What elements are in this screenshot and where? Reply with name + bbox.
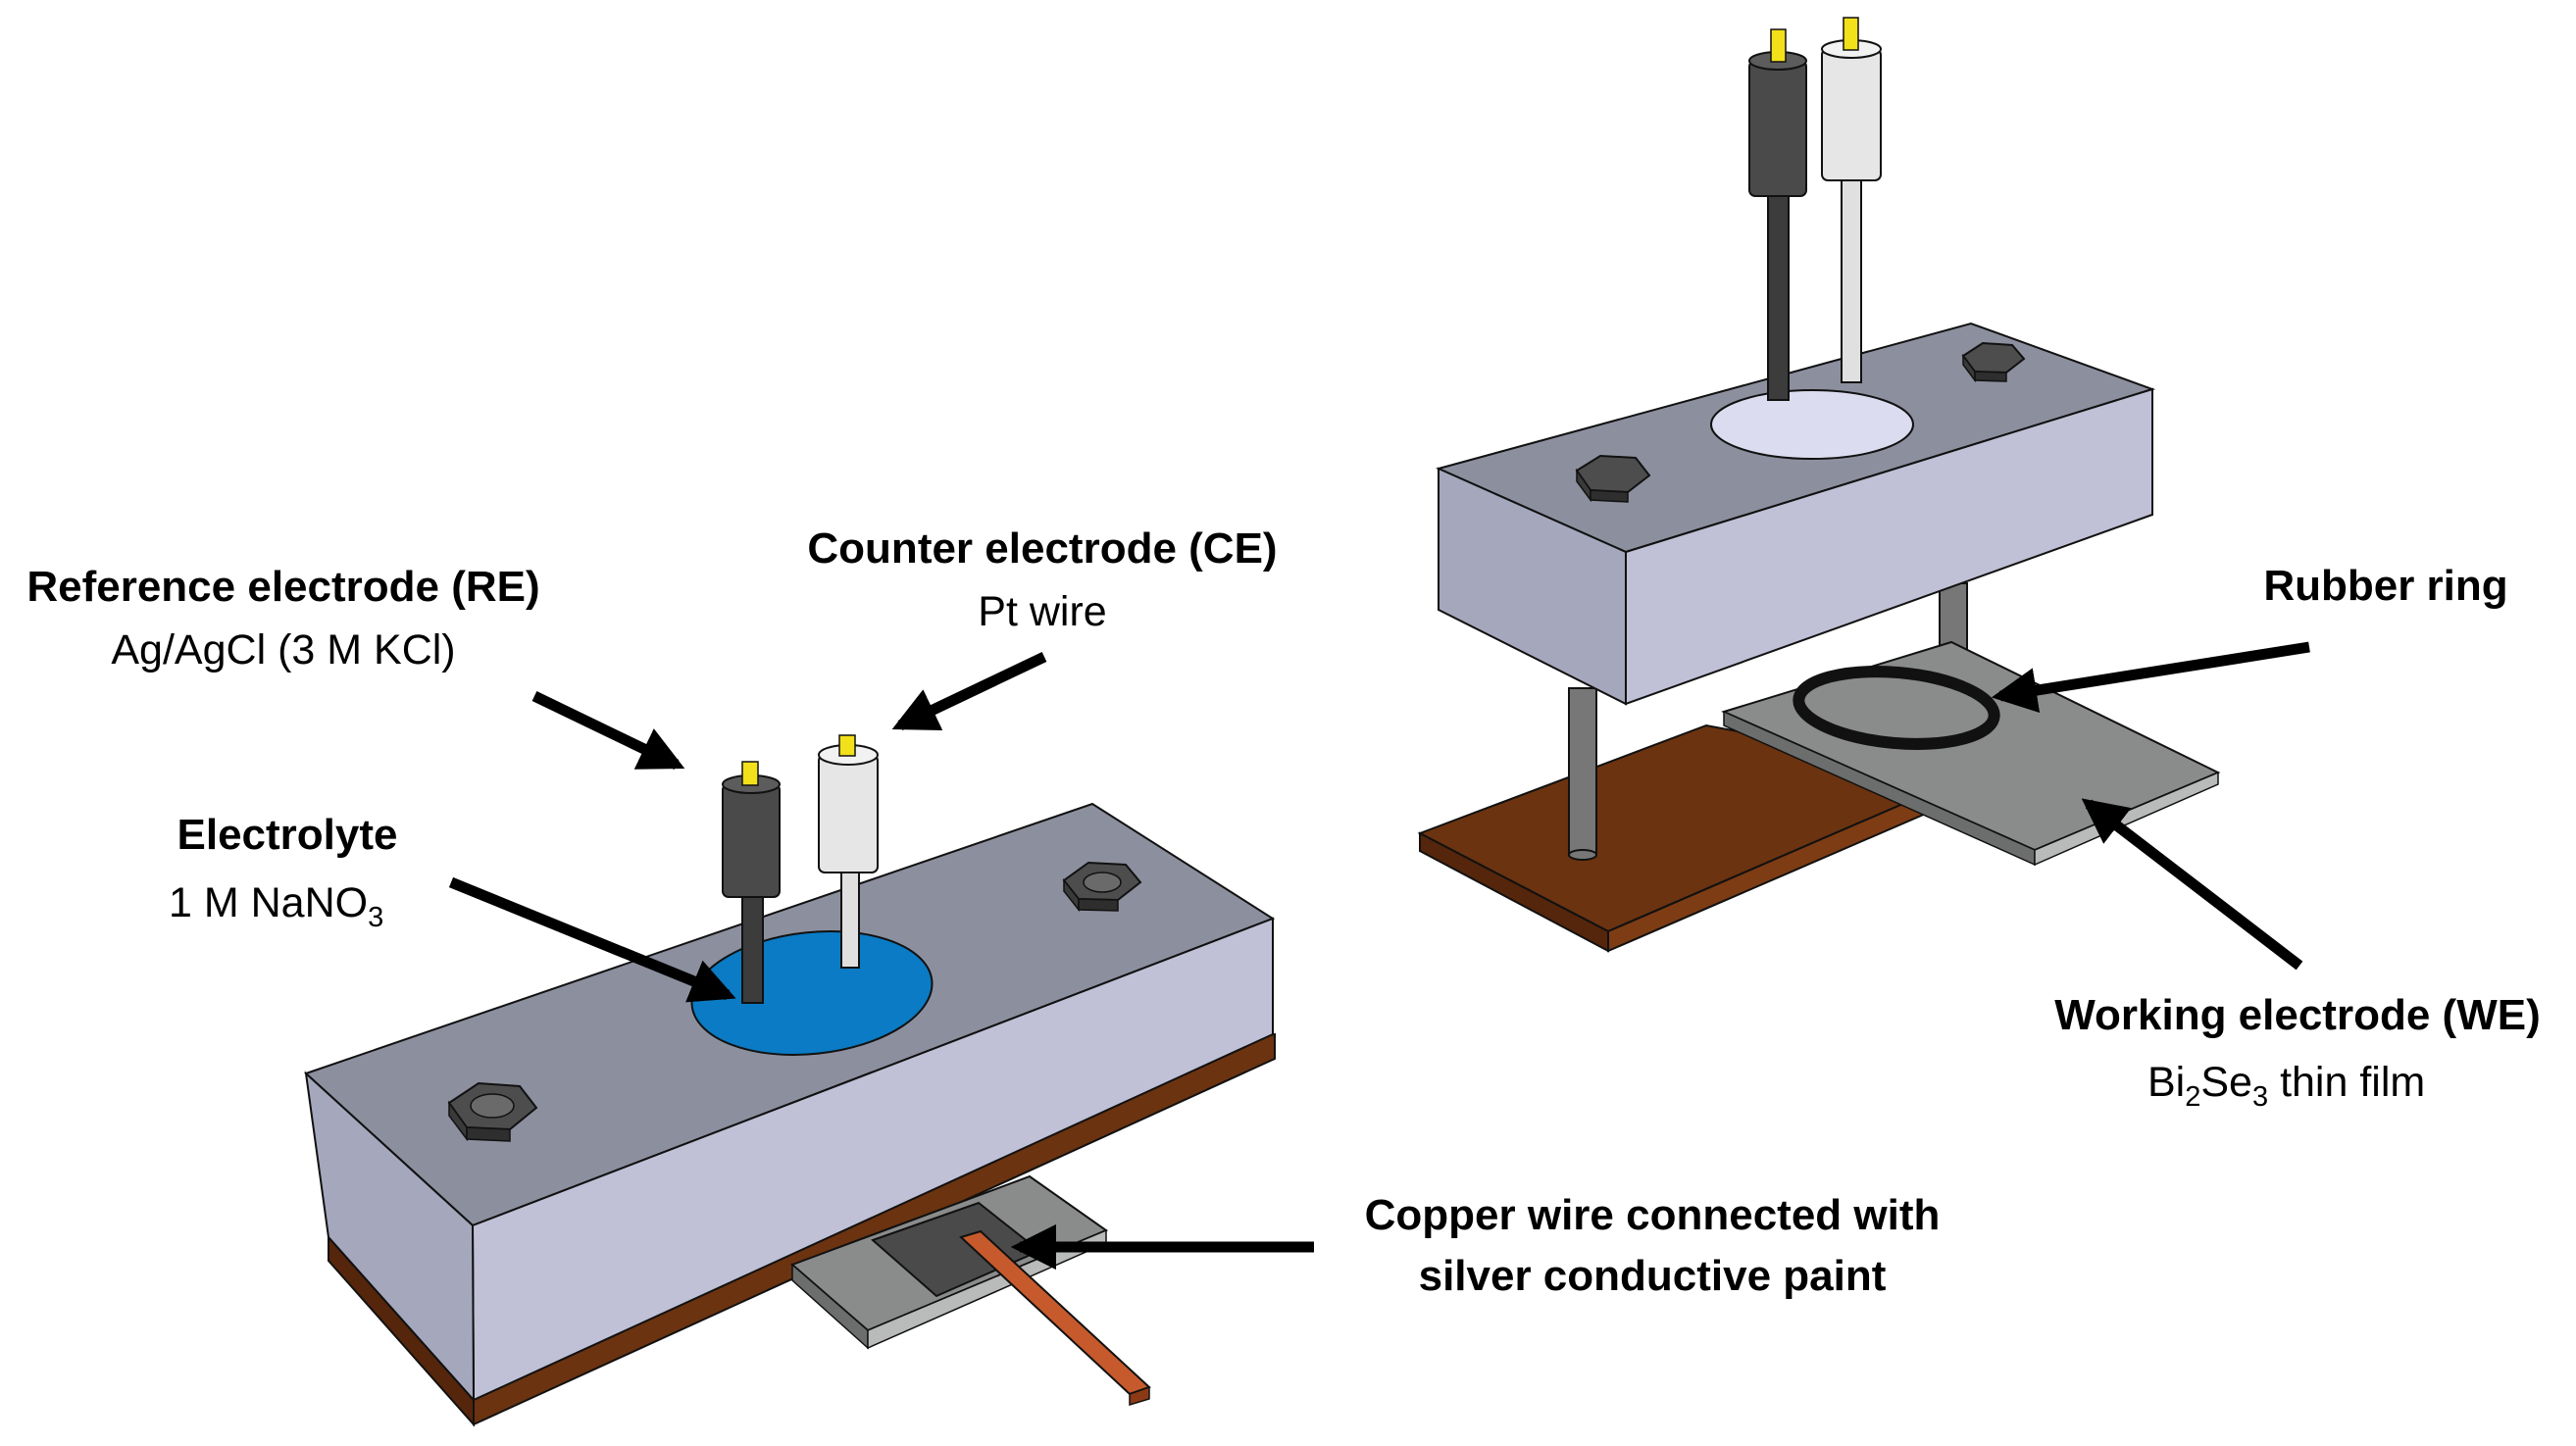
- exploded-counter-electrode: [1821, 17, 1882, 383]
- label-reference: Reference electrode (RE) Ag/AgCl (3 M KC…: [26, 563, 539, 673]
- working-detail: Bi2Se3 thin film: [2147, 1059, 2425, 1113]
- reference-title: Reference electrode (RE): [26, 563, 539, 611]
- exploded-cell-opening: [1710, 389, 1914, 460]
- arrow-counter: [891, 652, 1047, 730]
- arrow-rubber: [1991, 641, 2310, 714]
- copper-line2: silver conductive paint: [1419, 1252, 1887, 1300]
- arrow-working: [2081, 798, 2303, 971]
- reference-detail: Ag/AgCl (3 M KCl): [111, 626, 455, 673]
- assembled-counter-electrode: [818, 734, 879, 969]
- assembled-bolt-back: [1062, 861, 1142, 913]
- label-rubber: Rubber ring: [2263, 562, 2507, 610]
- label-copper: Copper wire connected with silver conduc…: [1365, 1191, 1941, 1300]
- rubber-title: Rubber ring: [2263, 562, 2507, 610]
- exploded-reference-electrode: [1748, 28, 1807, 401]
- annotation-arrows: [448, 641, 2310, 1271]
- assembled-bolt-front: [447, 1081, 538, 1142]
- assembled-block-left-side: [304, 1071, 476, 1403]
- exploded-cell: [1417, 17, 2221, 953]
- counter-detail: Pt wire: [978, 588, 1106, 635]
- working-title: Working electrode (WE): [2054, 991, 2540, 1039]
- rubber-ring: [1793, 666, 2000, 750]
- exploded-bolt-front: [1575, 454, 1651, 503]
- support-post-front: [1568, 687, 1597, 856]
- copper-wire: [959, 1229, 1151, 1407]
- label-working: Working electrode (WE) Bi2Se3 thin film: [2054, 991, 2540, 1113]
- exploded-bolt-back: [1961, 341, 2026, 383]
- assembled-reference-electrode: [722, 761, 781, 1004]
- arrow-reference: [531, 691, 685, 770]
- exploded-block-left-side: [1438, 467, 1627, 706]
- assembled-cell: [304, 734, 1276, 1427]
- copper-line1: Copper wire connected with: [1365, 1191, 1941, 1239]
- electrolyte-title: Electrolyte: [177, 811, 398, 859]
- arrow-electrolyte: [448, 876, 736, 1003]
- electrolyte-detail: 1 M NaNO3: [169, 879, 383, 933]
- label-counter: Counter electrode (CE) Pt wire: [807, 524, 1277, 635]
- counter-title: Counter electrode (CE): [807, 524, 1277, 573]
- assembled-working-plate: [790, 1174, 1109, 1350]
- label-electrolyte: Electrolyte 1 M NaNO3: [169, 811, 397, 933]
